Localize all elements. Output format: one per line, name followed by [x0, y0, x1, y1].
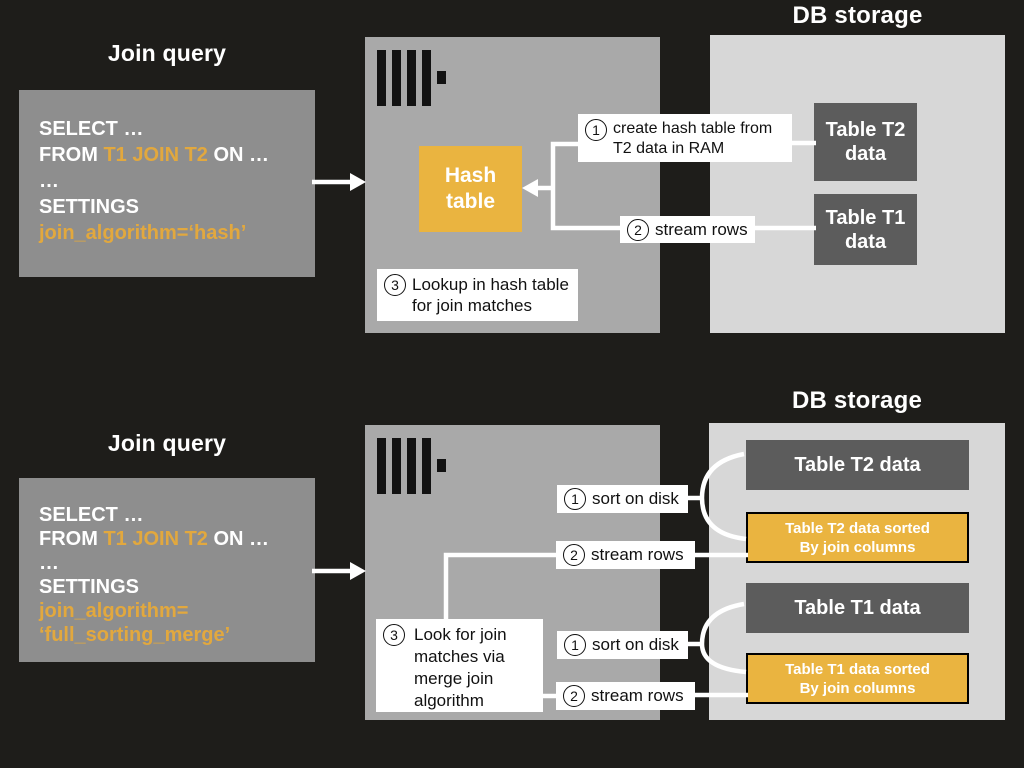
- t2-sorted-line1: Table T2 data sorted: [785, 519, 930, 537]
- sort-on-disk-label-t2: 1 sort on disk: [557, 485, 688, 513]
- circled-number-3: 3: [384, 274, 406, 296]
- join-query-box-1: SELECT … FROM T1 JOIN T2 ON … … SETTINGS…: [19, 90, 315, 277]
- circled-number-2: 2: [627, 218, 649, 241]
- merge-step3-line3: merge join: [414, 669, 494, 688]
- sql2-line2: FROM T1 JOIN T2 ON …: [39, 528, 270, 550]
- t1-sorted-line2: By join columns: [799, 679, 916, 697]
- t1-label-line2: data: [844, 230, 887, 253]
- step3-lookup-label: 3 Lookup in hash table for join matches: [377, 269, 578, 321]
- sort-on-disk-label-t1: 1 sort on disk: [557, 631, 688, 659]
- hash-table-box: Hash table: [419, 146, 522, 232]
- sql-text-2: SELECT … FROM T1 JOIN T2 ON … … SETTINGS…: [19, 478, 315, 647]
- sql2-line1: SELECT …: [39, 504, 144, 526]
- db-storage-box-1: [710, 35, 1005, 333]
- t2-data-label: Table T2 data: [794, 454, 921, 476]
- step1-create-hash-label: 1 create hash table from T2 data in RAM: [578, 114, 792, 162]
- sql1-line2: FROM T1 JOIN T2 ON …: [39, 144, 270, 166]
- db-storage-title-1: DB storage: [792, 2, 923, 29]
- sort-t2-text: sort on disk: [592, 489, 679, 508]
- t1-sorted-line1: Table T1 data sorted: [785, 660, 930, 678]
- t2-label-line1: Table T2: [825, 119, 906, 141]
- sql-text-1: SELECT … FROM T1 JOIN T2 ON … … SETTINGS…: [19, 90, 315, 246]
- step1-line1: create hash table from: [613, 120, 773, 137]
- t1-data-label: Table T1 data: [794, 597, 921, 619]
- circled-number-1: 1: [585, 119, 607, 141]
- stream-rows-label-t1: 2 stream rows: [556, 682, 695, 710]
- step3-line2: for join matches: [412, 296, 532, 315]
- sql1-line3: …: [39, 170, 59, 192]
- circled-number-2: 2: [563, 544, 585, 566]
- circled-number-1: 1: [564, 488, 586, 510]
- t1-label-line1: Table T1: [825, 206, 906, 229]
- circled-number-3: 3: [383, 624, 405, 646]
- sql2-line6: ‘full_sorting_merge’: [39, 624, 231, 646]
- query-arrow-head-2: [350, 562, 366, 580]
- circled-number-2: 2: [563, 685, 585, 707]
- table-t1-data-box-1: Table T1 data: [814, 194, 917, 265]
- stream-rows-label-t2: 2 stream rows: [556, 541, 695, 569]
- hash-table-line2: table: [445, 190, 495, 213]
- merge-step3-line2: matches via: [414, 647, 505, 666]
- circled-number-1: 1: [564, 634, 586, 656]
- join-query-title-1: Join query: [107, 40, 227, 66]
- table-t2-data-box-2: Table T2 data: [746, 440, 969, 490]
- t2-label-line2: data: [844, 143, 887, 165]
- merge-step3-line4: algorithm: [414, 691, 484, 710]
- merge-step3-line1: Look for join: [414, 625, 507, 644]
- sql2-line5: join_algorithm=: [39, 600, 189, 622]
- sql1-line4: SETTINGS: [39, 196, 140, 218]
- db-storage-title-2: DB storage: [791, 387, 923, 414]
- hash-table-line1: Hash: [444, 164, 497, 187]
- step1-line2: T2 data in RAM: [613, 140, 725, 157]
- sql2-line3: …: [39, 552, 59, 574]
- sort-t1-text: sort on disk: [592, 635, 679, 654]
- table-t2-sorted-box: Table T2 data sorted By join columns: [746, 512, 969, 563]
- join-query-box-2: SELECT … FROM T1 JOIN T2 ON … … SETTINGS…: [19, 478, 315, 662]
- step3-merge-join-label: 3 Look for join matches via merge join a…: [376, 619, 543, 712]
- sql1-line1: SELECT …: [39, 118, 144, 140]
- step2-stream-rows-label: 2 stream rows: [620, 216, 755, 243]
- stream-t2-text: stream rows: [591, 545, 684, 564]
- clickhouse-logo-icon-2: [377, 438, 446, 494]
- sql1-line5: join_algorithm=‘hash’: [39, 222, 247, 244]
- step3-line1: Lookup in hash table: [412, 275, 569, 294]
- clickhouse-logo-icon: [377, 50, 446, 106]
- join-query-title-2: Join query: [107, 430, 227, 456]
- t2-sorted-line2: By join columns: [799, 538, 916, 556]
- sql2-line4: SETTINGS: [39, 576, 140, 598]
- query-arrow-head-1: [350, 173, 366, 191]
- table-t2-data-box-1: Table T2 data: [814, 103, 917, 181]
- stream-t1-text: stream rows: [591, 686, 684, 705]
- table-t1-data-box-2: Table T1 data: [746, 583, 969, 633]
- step2-text: stream rows: [655, 219, 748, 239]
- table-t1-sorted-box: Table T1 data sorted By join columns: [746, 653, 969, 704]
